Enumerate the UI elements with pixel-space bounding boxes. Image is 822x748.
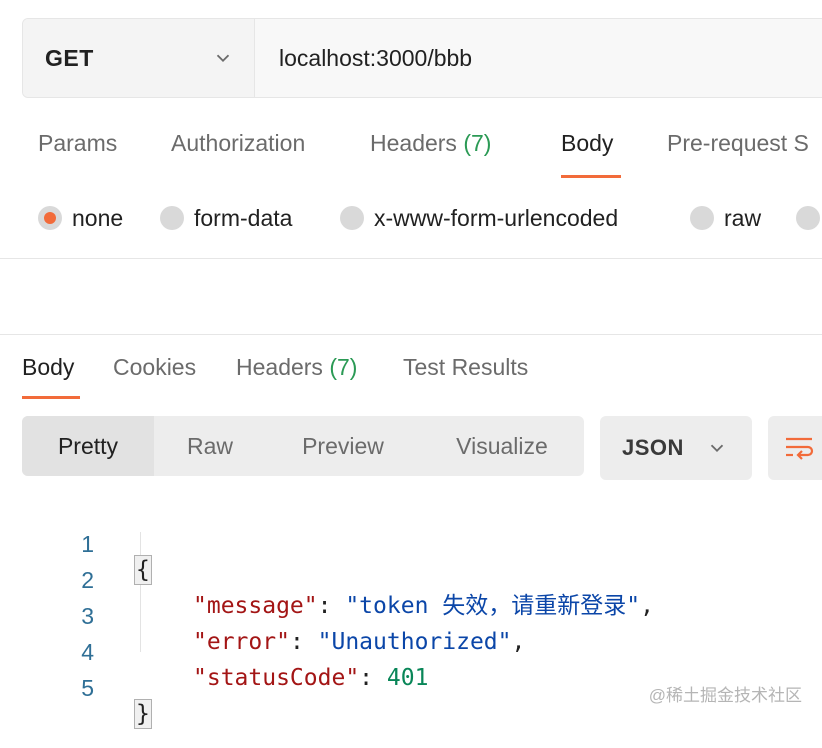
code-line: 5 } [0,644,822,680]
active-tab-indicator [22,396,80,399]
line-number: 5 [60,670,94,706]
tab-headers[interactable]: Headers (7) [370,130,491,157]
tab-label: Headers [236,354,323,380]
request-bar: GET [22,18,822,98]
view-raw-button[interactable]: Raw [154,416,266,476]
code-line: 1 { [0,500,822,536]
tab-label: Body [22,354,74,380]
divider [0,258,822,259]
body-type-options: none form-data x-www-form-urlencoded raw [0,196,822,240]
tab-label: Params [38,130,117,156]
tab-pre-request-script[interactable]: Pre-request S [667,130,809,157]
request-tabs: Params Authorization Headers (7) Body Pr… [0,120,822,180]
headers-count: (7) [463,130,491,156]
radio-label: x-www-form-urlencoded [374,205,618,232]
tab-body[interactable]: Body [561,130,613,157]
tab-label: Body [561,130,613,156]
code-line: 2 "message": "token 失效，请重新登录", [0,536,822,572]
chevron-down-icon [706,437,728,459]
tab-label: Headers [370,130,457,156]
radio-button [690,206,714,230]
chevron-down-icon [212,47,234,69]
radio-button [340,206,364,230]
code-line: 3 "error": "Unauthorized", [0,572,822,608]
url-input[interactable] [255,19,822,97]
radio-label: raw [724,205,761,232]
divider [0,334,822,335]
code-line: 4 "statusCode": 401 [0,608,822,644]
radio-x-www-form-urlencoded[interactable]: x-www-form-urlencoded [340,196,618,240]
response-tab-headers[interactable]: Headers (7) [236,354,357,381]
radio-button [160,206,184,230]
radio-none[interactable]: none [38,196,123,240]
tab-label: Cookies [113,354,196,380]
wrap-lines-icon [784,434,816,462]
radio-form-data[interactable]: form-data [160,196,292,240]
format-select[interactable]: JSON [600,416,752,480]
response-code-view[interactable]: 1 { 2 "message": "token 失效，请重新登录", 3 "er… [0,500,822,680]
response-tab-cookies[interactable]: Cookies [113,354,196,381]
tab-label: Pre-request S [667,130,809,156]
active-tab-indicator [561,175,621,178]
tab-params[interactable]: Params [38,130,117,157]
radio-label: form-data [194,205,292,232]
view-mode-group: Pretty Raw Preview Visualize [22,416,584,476]
close-brace: } [134,699,152,729]
response-tab-body[interactable]: Body [22,354,74,381]
tab-label: Test Results [403,354,528,380]
view-pretty-button[interactable]: Pretty [22,416,154,476]
view-visualize-button[interactable]: Visualize [420,416,584,476]
format-label: JSON [622,435,684,461]
headers-count: (7) [329,354,357,380]
method-label: GET [45,45,94,72]
tab-label: Authorization [171,130,305,156]
response-tab-test-results[interactable]: Test Results [403,354,528,381]
radio-raw[interactable]: raw [690,196,761,240]
radio-button-checked [38,206,62,230]
radio-label: none [72,205,123,232]
method-select[interactable]: GET [23,19,255,97]
wrap-lines-button[interactable] [768,416,822,480]
watermark: @稀土掘金技术社区 [649,681,802,706]
view-preview-button[interactable]: Preview [266,416,420,476]
tab-authorization[interactable]: Authorization [171,130,305,157]
radio-binary[interactable] [796,196,822,240]
response-tabs: Body Cookies Headers (7) Test Results [0,344,822,404]
radio-button [796,206,820,230]
